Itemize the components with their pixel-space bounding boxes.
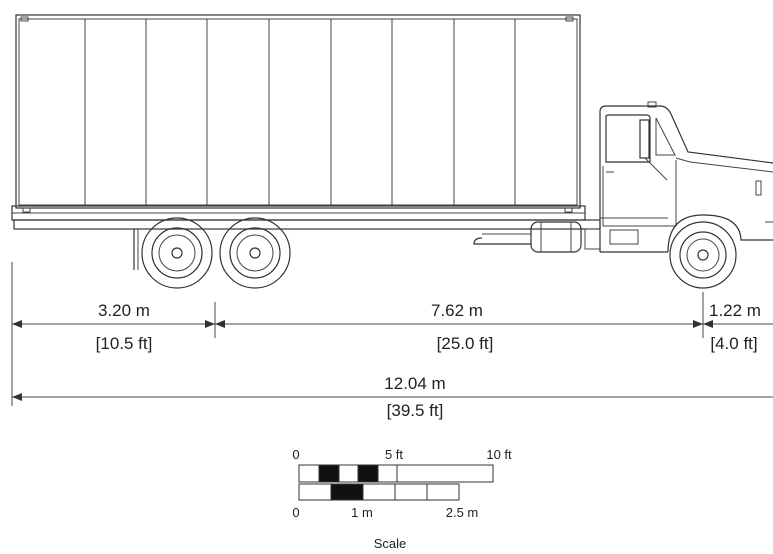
dimension-lines (11, 262, 773, 406)
scale-bottom-label-0: 0 (292, 505, 299, 520)
rear-wheel-2 (219, 217, 291, 289)
fuel-tank (473, 221, 601, 253)
overall-length-imperial: [39.5 ft] (387, 401, 444, 420)
wheelbase-metric: 7.62 m (431, 301, 483, 320)
overall-length-metric: 12.04 m (384, 374, 445, 393)
scale-bottom-label-2-5m: 2.5 m (446, 505, 479, 520)
rear-wheel-1 (141, 217, 213, 289)
front-wheel (669, 221, 737, 289)
scale-title: Scale (374, 536, 407, 551)
scale-bottom-label-1m: 1 m (351, 505, 373, 520)
rear-overhang-imperial: [10.5 ft] (96, 334, 153, 353)
cargo-box (11, 14, 601, 270)
truck-cab (599, 101, 773, 253)
wheelbase-imperial: [25.0 ft] (437, 334, 494, 353)
rear-overhang-metric: 3.20 m (98, 301, 150, 320)
front-overhang-imperial: [4.0 ft] (710, 334, 757, 353)
scale-bar: 0 5 ft 10 ft 0 1 m 2.5 m Scale (292, 447, 512, 551)
front-overhang-metric: 1.22 m (709, 301, 761, 320)
scale-top-label-10ft: 10 ft (486, 447, 512, 462)
scale-top-label-0: 0 (292, 447, 299, 462)
scale-top-label-5ft: 5 ft (385, 447, 403, 462)
